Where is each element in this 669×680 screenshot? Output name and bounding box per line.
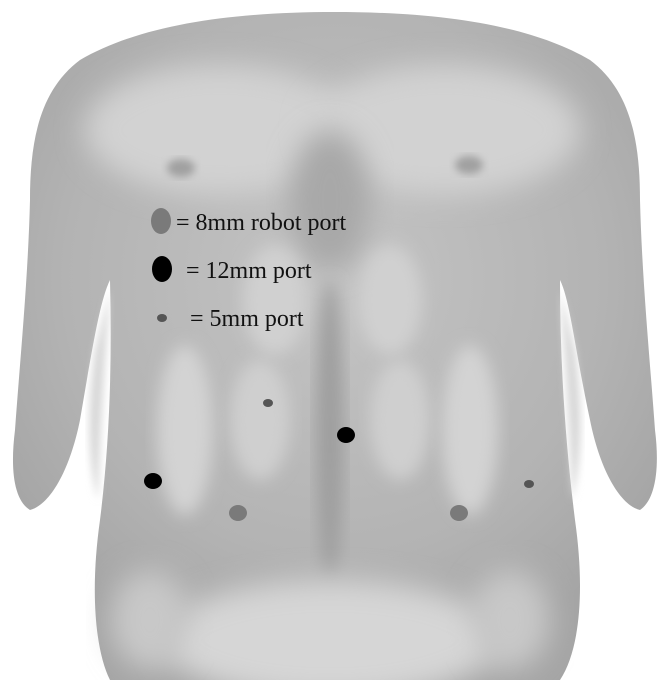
port-5mm-upper (263, 399, 273, 407)
legend-8mm-robot-port-marker (151, 208, 171, 234)
port-8mm-robot-left (229, 505, 247, 521)
legend-5mm-port-marker (157, 314, 167, 322)
legend-5mm-port-label: = 5mm port (190, 306, 304, 332)
legend-12mm-port-marker (152, 256, 172, 282)
port-12mm-left-flank (144, 473, 162, 489)
port-8mm-robot-right (450, 505, 468, 521)
legend-12mm-port-label: = 12mm port (186, 258, 312, 284)
port-12mm-midline (337, 427, 355, 443)
legend-8mm-robot-port-label: = 8mm robot port (176, 210, 347, 236)
port-5mm-right-flank (524, 480, 534, 488)
